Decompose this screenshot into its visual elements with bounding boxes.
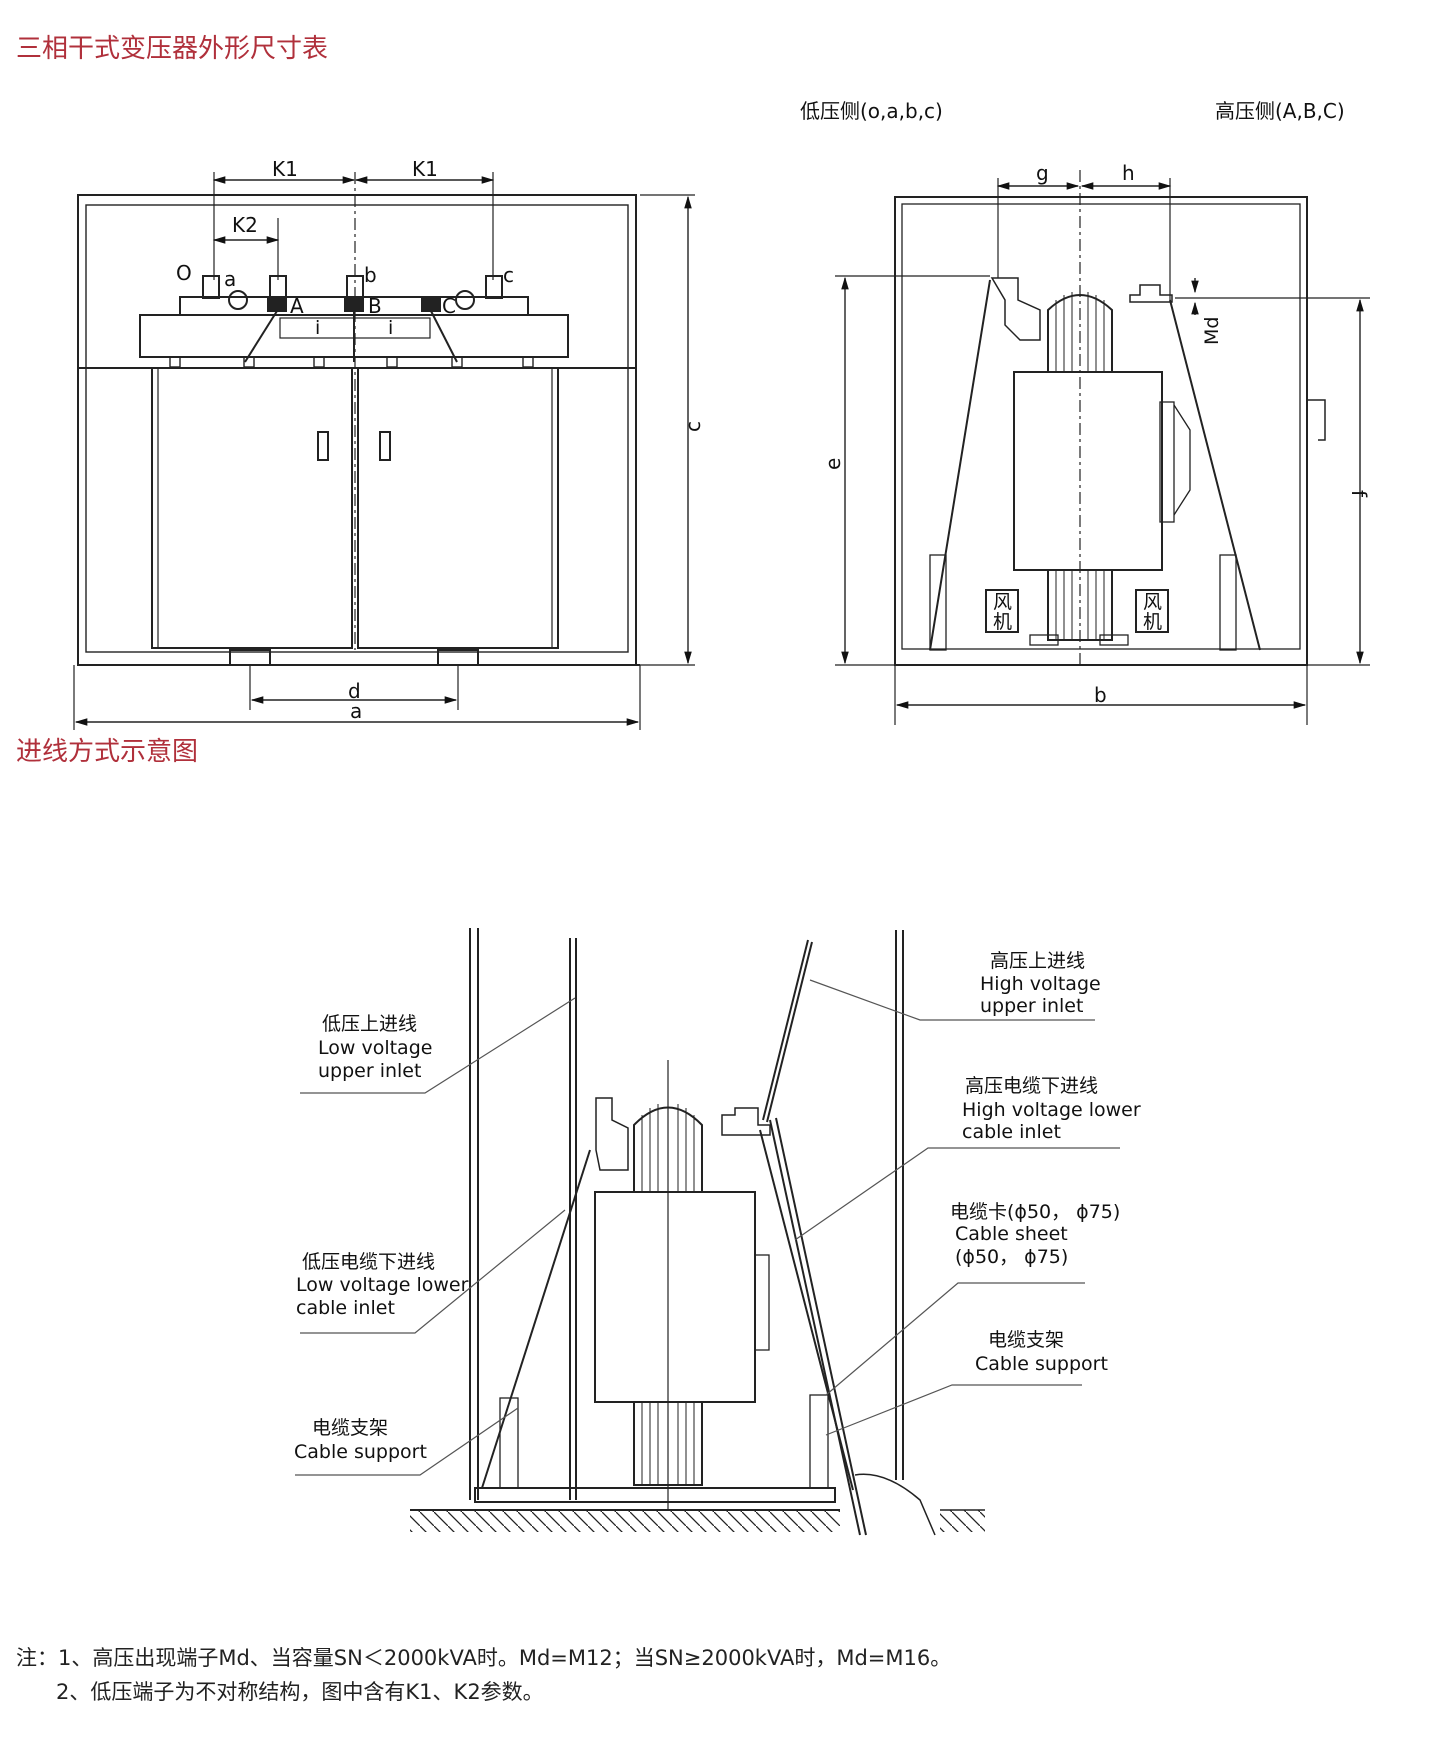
- inlet-diagram-title: 进线方式示意图: [16, 737, 199, 767]
- svg-text:Low voltage lower: Low voltage lower: [296, 1274, 469, 1296]
- front-view-labels: K1 K1 K2 O a b c A B C i i c d a: [176, 157, 705, 723]
- svg-text:低压电缆下进线: 低压电缆下进线: [302, 1251, 435, 1273]
- door-handle-left: [317, 431, 329, 461]
- svg-text:电缆支架: 电缆支架: [988, 1329, 1064, 1351]
- fan-left: [985, 589, 1019, 633]
- dim-k2: K2: [232, 213, 258, 237]
- svg-text:低压上进线: 低压上进线: [322, 1013, 417, 1035]
- svg-text:高压电缆下进线: 高压电缆下进线: [965, 1075, 1098, 1097]
- dim-a: a: [350, 699, 362, 723]
- link-i-right: i: [388, 317, 393, 339]
- svg-text:upper inlet: upper inlet: [318, 1060, 421, 1082]
- inlet-drawing: [295, 928, 1120, 1536]
- side-view-labels: 低压侧(o,a,b,c) 高压侧(A,B,C) g h Md e f b 风 机…: [800, 99, 1371, 707]
- hv-lower-label: 高压电缆下进线 High voltage lower cable inlet: [962, 1075, 1141, 1143]
- high-voltage-side-label: 高压侧(A,B,C): [1215, 99, 1345, 123]
- svg-text:cable inlet: cable inlet: [296, 1297, 395, 1319]
- side-coil: [1013, 371, 1163, 571]
- lv-lower-label: 低压电缆下进线 Low voltage lower cable inlet: [296, 1251, 469, 1319]
- door-right: [357, 367, 559, 649]
- terminal-c-high: C: [442, 294, 456, 318]
- fan-left-char-1: 风: [993, 591, 1012, 613]
- terminal-b-low: b: [364, 263, 377, 287]
- cable-support-right-label: 电缆支架 Cable support: [975, 1329, 1108, 1375]
- hv-upper-label: 高压上进线 High voltage upper inlet: [980, 950, 1101, 1017]
- door-handle-right: [379, 431, 391, 461]
- door-left: [151, 367, 353, 649]
- terminal-o: O: [176, 261, 192, 285]
- svg-text:Low voltage: Low voltage: [318, 1037, 432, 1059]
- inlet-coil: [594, 1191, 756, 1403]
- svg-text:Cable support: Cable support: [975, 1353, 1108, 1375]
- link-i-left: i: [315, 317, 320, 339]
- terminal-c-low: c: [503, 263, 514, 287]
- dim-f: f: [1347, 490, 1371, 498]
- dim-md: Md: [1201, 317, 1223, 345]
- svg-text:高压上进线: 高压上进线: [990, 950, 1085, 972]
- fan-right-char-2: 机: [1143, 611, 1162, 633]
- dim-b: b: [1094, 683, 1107, 707]
- svg-text:电缆支架: 电缆支架: [312, 1417, 388, 1439]
- svg-text:Cable support: Cable support: [294, 1441, 427, 1463]
- dimension-table-title: 三相干式变压器外形尺寸表: [16, 34, 329, 64]
- dim-k1-left: K1: [272, 157, 298, 181]
- dim-k1-right: K1: [412, 157, 438, 181]
- dim-h: h: [1122, 161, 1135, 185]
- dim-e: e: [821, 458, 845, 470]
- svg-text:Cable sheet: Cable sheet: [955, 1223, 1068, 1245]
- dim-g: g: [1036, 161, 1049, 185]
- note-line-2: 2、低压端子为不对称结构，图中含有K1、K2参数。: [16, 1680, 544, 1704]
- inlet-labels: 高压上进线 High voltage upper inlet 低压上进线 Low…: [294, 950, 1141, 1463]
- svg-text:(ϕ50， ϕ75): (ϕ50， ϕ75): [955, 1246, 1068, 1268]
- fan-right: [1135, 589, 1169, 633]
- cable-support-left-label: 电缆支架 Cable support: [294, 1417, 427, 1463]
- cable-sheet-label: 电缆卡(ϕ50， ϕ75) Cable sheet (ϕ50， ϕ75): [950, 1201, 1120, 1268]
- note-line-1: 注：1、高压出现端子Md、当容量SN＜2000kVA时。Md=M12；当SN≥2…: [16, 1646, 952, 1670]
- dim-c: c: [681, 421, 705, 432]
- front-view: [73, 172, 695, 730]
- terminal-b-high: B: [368, 294, 382, 318]
- terminal-a-high: A: [290, 294, 304, 318]
- fan-left-char-2: 机: [993, 611, 1012, 633]
- fan-right-char-1: 风: [1143, 591, 1162, 613]
- side-view: [835, 170, 1370, 725]
- low-voltage-side-label: 低压侧(o,a,b,c): [800, 99, 943, 123]
- svg-text:High voltage: High voltage: [980, 973, 1101, 995]
- svg-text:upper inlet: upper inlet: [980, 995, 1083, 1017]
- dim-d: d: [348, 679, 361, 703]
- svg-text:电缆卡(ϕ50， ϕ75): 电缆卡(ϕ50， ϕ75): [950, 1201, 1120, 1223]
- svg-text:High voltage lower: High voltage lower: [962, 1099, 1141, 1121]
- terminal-a-low: a: [224, 267, 236, 291]
- svg-text:cable inlet: cable inlet: [962, 1121, 1061, 1143]
- lv-upper-label: 低压上进线 Low voltage upper inlet: [318, 1013, 432, 1082]
